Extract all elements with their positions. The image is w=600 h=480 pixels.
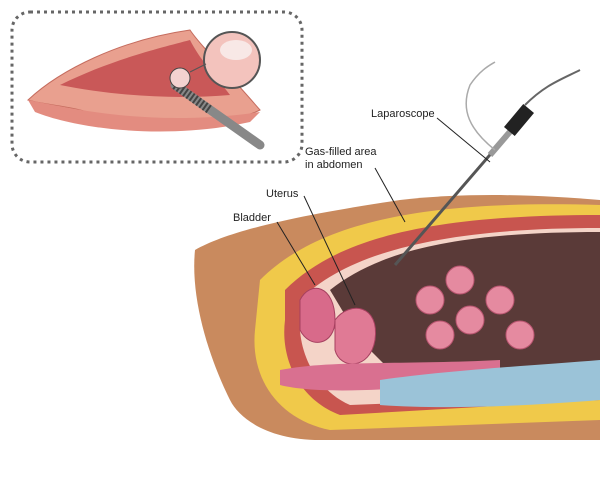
laparoscope-instrument [393,61,581,266]
label-bladder: Bladder [233,212,271,224]
inset-panel [10,10,304,164]
uterus [334,307,376,365]
label-gas-filled-line1: Gas-filled area [305,146,377,158]
label-laparoscope: Laparoscope [371,108,435,120]
label-uterus: Uterus [266,188,299,200]
bladder [299,287,336,343]
gas-filled-cavity [330,232,600,380]
leader-lines [276,117,491,306]
intestines [415,265,535,350]
body-cross-section [194,195,600,440]
label-gas-filled-line2: in abdomen [305,159,363,171]
spine [380,360,600,408]
